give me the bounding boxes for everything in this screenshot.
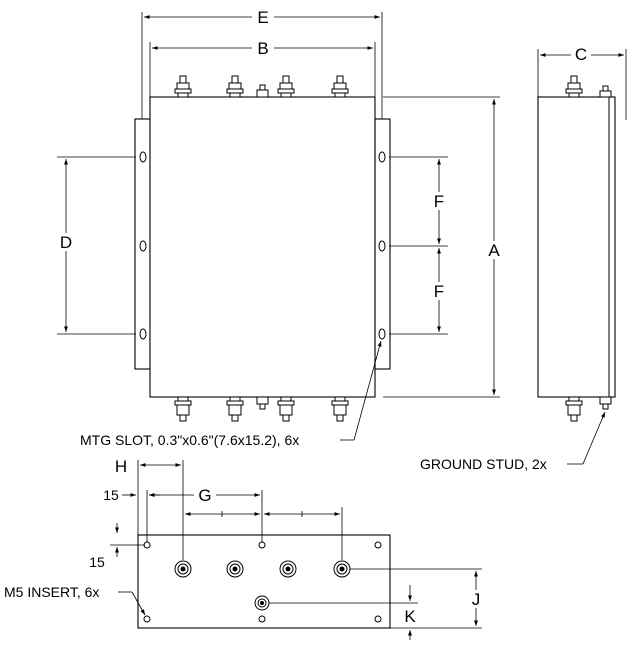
mtg-slot-right-top — [378, 151, 386, 163]
ground-stud-top — [256, 84, 269, 98]
mtg-slot-right-bot — [378, 328, 386, 340]
terminal-boss-2 — [226, 560, 244, 578]
terminal-bottom-1 — [174, 396, 192, 422]
ground-stud-text: GROUND STUD, 2x — [420, 456, 547, 472]
dimension-15-vertical: 15 — [89, 523, 145, 570]
dimension-A: A — [383, 96, 504, 398]
dimension-D: D — [56, 156, 136, 335]
m5-insert-text: M5 INSERT, 6x — [4, 584, 99, 600]
side-terminal-bottom — [565, 396, 583, 422]
front-body — [149, 96, 376, 398]
bottom-view: H 15 G 15 — [4, 457, 486, 640]
terminal-bottom-3 — [277, 396, 295, 422]
terminal-bottom-2 — [226, 396, 244, 422]
label-B: B — [257, 39, 268, 58]
label-G: G — [198, 486, 211, 505]
terminal-boss-1 — [174, 560, 192, 578]
mtg-slot-left-top — [139, 151, 147, 163]
terminal-top-4 — [331, 75, 349, 98]
ground-stud-bottom — [256, 396, 269, 410]
mtg-slot-right-mid — [378, 240, 386, 252]
side-body — [537, 96, 616, 398]
side-ground-stud-bottom — [599, 396, 612, 410]
dimension-B: B — [149, 39, 376, 97]
label-K: K — [404, 607, 416, 626]
bottom-plate — [137, 534, 391, 629]
terminal-top-3 — [277, 75, 295, 98]
label-J: J — [472, 590, 481, 609]
terminal-top-2 — [226, 75, 244, 98]
label-15-vertical: 15 — [89, 554, 105, 570]
label-C: C — [575, 45, 587, 64]
label-E: E — [257, 8, 268, 27]
m5-insert-3 — [374, 541, 382, 549]
dimension-H: H — [115, 457, 184, 560]
side-ground-stud-top — [599, 85, 612, 98]
side-view: C GROUND STUD, 2x — [420, 45, 627, 472]
ground-stud-callout: GROUND STUD, 2x — [420, 411, 606, 472]
label-A: A — [488, 241, 500, 260]
side-terminal-top — [565, 75, 583, 98]
m5-insert-4 — [143, 615, 151, 623]
dimension-terminal-spacing — [185, 507, 343, 560]
dimension-J: J — [350, 568, 486, 629]
label-15-horizontal: 15 — [103, 487, 119, 503]
label-H: H — [115, 457, 127, 476]
mtg-slot-callout: MTG SLOT, 0.3"x0.6"(7.6x15.2), 6x — [80, 340, 382, 448]
bottom-terminals — [174, 396, 349, 422]
dimension-F: F F — [389, 156, 448, 335]
terminal-bottom-4 — [331, 396, 349, 422]
m5-insert-5 — [258, 615, 266, 623]
mtg-slot-text: MTG SLOT, 0.3"x0.6"(7.6x15.2), 6x — [80, 432, 299, 448]
left-mounting-flange — [134, 118, 151, 370]
label-F-upper: F — [434, 192, 444, 211]
mtg-slot-left-mid — [139, 240, 147, 252]
dimension-G: G — [149, 485, 263, 542]
m5-insert-callout: M5 INSERT, 6x — [4, 584, 146, 616]
top-terminals — [174, 75, 349, 98]
label-D: D — [60, 233, 72, 252]
terminal-top-1 — [174, 75, 192, 98]
m5-insert-6 — [374, 615, 382, 623]
label-F-lower: F — [434, 282, 444, 301]
front-view: E B D F F — [56, 8, 504, 448]
right-mounting-flange — [374, 118, 391, 370]
dimension-C: C — [537, 45, 627, 120]
terminal-boss-3 — [279, 560, 297, 578]
dimension-K: K — [269, 585, 418, 640]
mtg-slot-left-bot — [139, 328, 147, 340]
dimension-E: E — [141, 8, 383, 119]
